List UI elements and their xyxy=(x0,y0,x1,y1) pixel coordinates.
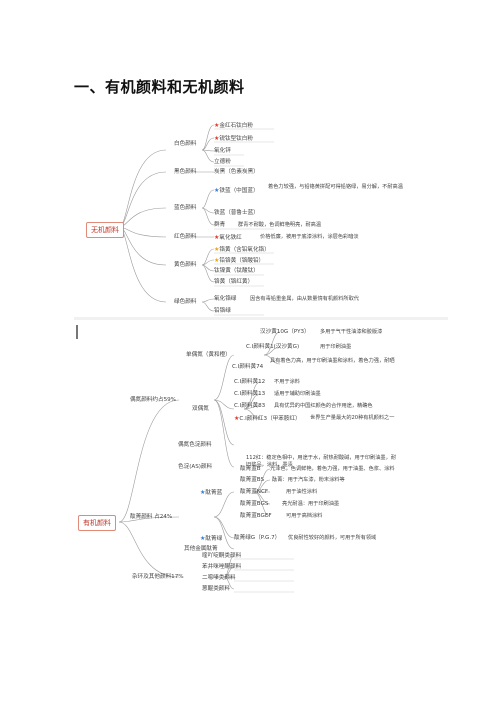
item-chrome-yellow: ★铬黄（含铅氧化铬） xyxy=(214,246,270,253)
note-phthalo-bgef: 可用于高档涂料 xyxy=(286,513,323,519)
item-phthalo-ncf: 酞菁蓝NCF xyxy=(240,489,269,495)
mindmap-connectors xyxy=(118,124,294,593)
note-iron-blue: 着色力较强，与铅铬黄拼配可得铅铬绿，易分解，不耐高温 xyxy=(268,184,403,190)
group-phthalocyanine: 酞菁颜料 占24% xyxy=(130,514,173,520)
page-title: 一、有机颜料和无机颜料 xyxy=(74,78,245,96)
note-pr3: 世界生产量最大的20种有机颜料之一 xyxy=(310,415,395,421)
note-phthalo-bgs: 亮光耐温：用于印刷油墨 xyxy=(282,501,340,507)
item-iron-oxide-red: ★氧化铁红 xyxy=(214,234,242,241)
mindmap: 无机颜料 白色颜料 ★金红石钛白粉 ★锐钛型钛白粉 氧化锌 立德粉 黑色颜料 炭… xyxy=(74,110,448,670)
item-iron-blue: ★铁蓝（中国蓝） xyxy=(214,187,259,194)
star-red-icon: ★ xyxy=(214,234,220,241)
group-azo: 偶氮颜料约占59% xyxy=(130,397,176,403)
note-ultramarine: 群青不耐酸，色调鲜艳明亮，耐高温 xyxy=(238,222,322,228)
sub-quinacridone: 喹吖啶酮类颜料 xyxy=(202,553,242,559)
note-chrome-oxide-green: 因含有毒铅重金属，由从数量惰有机颜料所取代 xyxy=(250,296,359,302)
item-py74: C.I颜料黄74 xyxy=(232,364,264,370)
item-carbon-black: 炭黑（色素炭黑） xyxy=(214,169,259,175)
inorganic-root-node: 无机颜料 xyxy=(86,222,124,238)
item-phthalo-b: 酞菁蓝B xyxy=(240,466,261,472)
item-py83: C.I颜料黄83 xyxy=(234,403,266,409)
group-green: 绿色颜料 xyxy=(174,299,197,305)
star-yellow-icon: ★ xyxy=(214,246,220,253)
item-pr3: ★C.I颜料红3（甲苯胺红） xyxy=(234,415,301,422)
item-chrome-oxide-green: 氧化铬绿 xyxy=(214,296,237,302)
item-lead-chrome: ★铅铬黄（铬酸铅） xyxy=(214,257,265,264)
note-hansa-10g: 多用于气干性油漆和胶版漆 xyxy=(320,329,383,335)
sub-azo-lake: 偶氮色淀颜料 xyxy=(178,442,212,448)
item-anatase: ★锐钛型钛白粉 xyxy=(214,135,253,142)
note-pg7: 优良耐性较好的颜料，可用于所有领域 xyxy=(288,535,377,541)
note-py13: 适用于辅助印刷油墨 xyxy=(274,391,321,397)
item-phthalo-bgef: 酞菁蓝BGEF xyxy=(240,513,272,519)
sub-disazo: 双偶氮 xyxy=(192,406,209,412)
note-py74: 具有着色力高，用于印刷油墨和涂料，着色力强，耐晒 xyxy=(270,358,395,364)
note-phthalo-ncf: 用于油性涂料 xyxy=(286,489,318,495)
item-py1: C.I颜料黄1(汉沙黄G) xyxy=(246,344,300,350)
star-yellow-icon: ★ xyxy=(214,257,220,264)
group-white: 白色颜料 xyxy=(174,141,197,147)
star-blue-icon: ★ xyxy=(214,187,220,194)
item-rutile: ★金红石钛白粉 xyxy=(214,122,253,129)
item-prussian-blue: 铁蓝（普鲁士蓝） xyxy=(214,210,259,216)
note-py83: 具有优异的中国红颜色的合作用途，精确色 xyxy=(274,403,373,409)
item-phthalo-bgs: 酞菁蓝BGS xyxy=(240,501,269,507)
note-py12: 不用于涂料 xyxy=(274,379,300,385)
group-black: 黑色颜料 xyxy=(174,169,197,175)
sub-benzimidazolone: 苯并咪唑酮颜料 xyxy=(202,564,242,570)
star-red-icon: ★ xyxy=(214,135,220,142)
group-blue: 蓝色颜料 xyxy=(174,205,197,211)
note-phthalo-bs: 酞菁：用于汽车漆，粉末涂料等 xyxy=(272,477,345,483)
star-blue-icon: ★ xyxy=(200,489,206,496)
note-112-red: 112红：稳定色相中，用途于水，耐热耐酸碱，用于印刷油墨，耐旧浆品，涂料，墨渍 xyxy=(246,455,396,468)
star-red-icon: ★ xyxy=(214,122,220,129)
item-lead-chrome-green: 铅铬绿 xyxy=(214,308,231,314)
sub-anthraquinone: 蒽醌类颜料 xyxy=(202,586,230,592)
star-blue-icon: ★ xyxy=(200,535,206,542)
sub-phthalo-blue: ★酞菁蓝 xyxy=(200,489,223,496)
group-yellow: 黄色颜料 xyxy=(174,262,197,268)
item-hansa-10g: 汉沙黄10G（PY3） xyxy=(260,329,310,335)
note-phthalo-b: 光泽色，色调鲜艳，着色力强，用于油墨、色浆、涂料 xyxy=(270,466,395,472)
group-heterocyclic: 杂环及其他颜料17% xyxy=(132,574,184,580)
section-divider xyxy=(74,317,448,320)
item-phthalo-bs: 酞菁蓝BS xyxy=(240,477,265,483)
item-py12: C.I颜料黄12 xyxy=(234,379,266,385)
sub-phthalo-green: ★酞菁绿 xyxy=(200,535,223,542)
sub-dioxazine: 二噁嗪类颜料 xyxy=(202,575,236,581)
group-red: 红色颜料 xyxy=(174,234,197,240)
organic-root-node: 有机颜料 xyxy=(78,515,116,531)
item-pg7: 酞菁绿G（P.G.7） xyxy=(234,535,281,541)
note-iron-oxide-red: 价格低廉，被用于底漆涂料，涂层色彩暗淡 xyxy=(260,234,359,240)
note-py1: 用于印刷油墨 xyxy=(320,344,352,350)
item-chrome-red-yellow: 铬黄（铬红黄） xyxy=(214,279,254,285)
item-ultramarine: 群青 xyxy=(214,222,226,228)
item-zinc-oxide: 氧化锌 xyxy=(214,148,231,154)
item-py13: C.I颜料黄13 xyxy=(234,391,266,397)
sub-monoazo: 单偶氮（黄和橙） xyxy=(186,352,231,358)
sub-other-metal-phthalo: 其他金属酞菁 xyxy=(184,546,218,552)
edge-marker xyxy=(76,325,78,339)
item-titan-nickel: 钛镍黄（钛酸钛） xyxy=(214,268,259,274)
sub-as-lake: 色淀(AS)颜料 xyxy=(178,464,213,470)
item-lithopone: 立德粉 xyxy=(214,159,231,165)
star-red-icon: ★ xyxy=(234,415,240,422)
